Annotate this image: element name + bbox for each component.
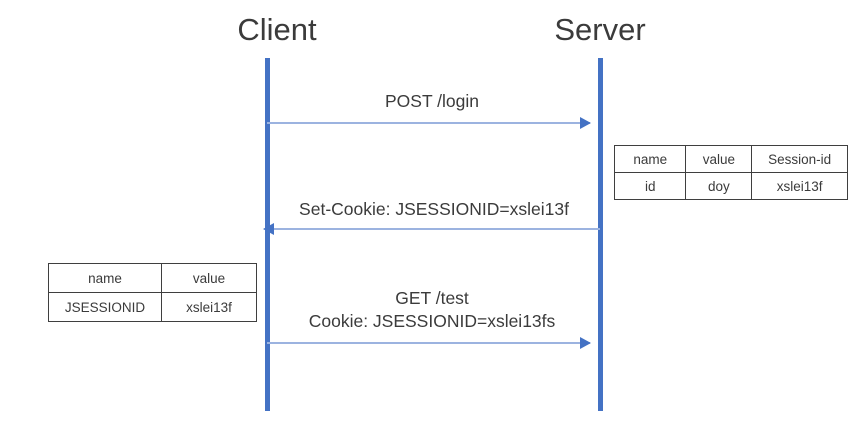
table-client-cookie: name value JSESSIONID xslei13f	[48, 263, 257, 322]
arrow-head-right-icon	[580, 337, 591, 349]
table-row: JSESSIONID xslei13f	[48, 292, 257, 322]
table-server-session: name value Session-id id doy xslei13f	[613, 145, 848, 200]
message-label-post-login: POST /login	[384, 91, 480, 111]
table-row: id doy xslei13f	[613, 172, 848, 200]
table-header-cell: Session-id	[751, 145, 848, 173]
participant-label-server: Server	[554, 12, 646, 47]
table-cell: id	[613, 172, 687, 200]
table-cell: xslei13f	[161, 292, 257, 322]
message-label-set-cookie: Set-Cookie: JSESSIONID=xslei13f	[299, 199, 569, 219]
table-header-cell: value	[685, 145, 753, 173]
lifeline-server	[598, 58, 603, 411]
arrow-line-set-cookie	[273, 228, 600, 230]
arrow-head-right-icon	[580, 117, 591, 129]
table-cell: xslei13f	[751, 172, 848, 200]
participant-label-client: Client	[237, 12, 317, 47]
table-header-row: name value Session-id	[613, 145, 848, 173]
message-label-get-test: GET /test Cookie: JSESSIONID=xslei13fs	[309, 287, 556, 333]
table-header-row: name value	[48, 263, 257, 293]
table-header-cell: value	[161, 263, 257, 293]
table-cell: JSESSIONID	[48, 292, 162, 322]
message-label-get-test-line1: GET /test	[395, 288, 469, 308]
arrow-line-get-test	[267, 342, 590, 344]
table-header-cell: name	[48, 263, 162, 293]
arrow-head-left-icon	[263, 223, 274, 235]
table-cell: doy	[685, 172, 753, 200]
table-header-cell: name	[613, 145, 687, 173]
message-label-get-test-line2: Cookie: JSESSIONID=xslei13fs	[308, 311, 556, 331]
arrow-line-post-login	[267, 122, 590, 124]
